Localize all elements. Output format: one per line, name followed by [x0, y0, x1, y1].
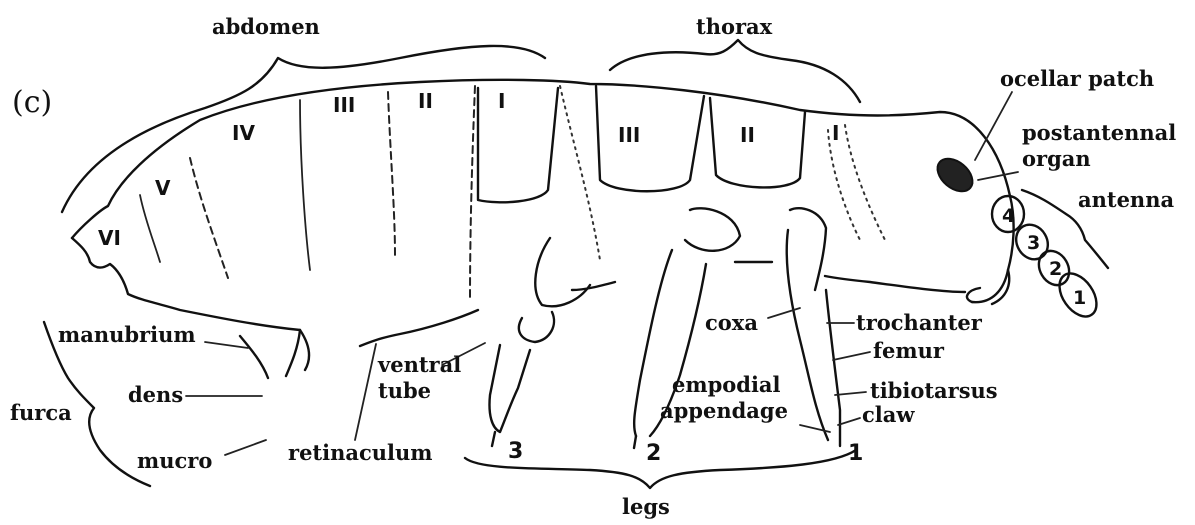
claw-label: claw: [862, 402, 915, 427]
empodial-label-1: empodial: [672, 372, 781, 397]
mucro-label: mucro: [137, 448, 212, 473]
thorax-underside: [735, 262, 965, 292]
seg-line: [140, 195, 160, 262]
abd-seg-ii: II: [418, 89, 433, 113]
abd-seg-v: V: [155, 176, 171, 200]
seg-line: [300, 100, 310, 270]
coxa-label: coxa: [705, 310, 758, 335]
tergite-i-abd: [478, 88, 558, 202]
abd-seg-iv: IV: [232, 121, 255, 145]
ventral-tube-label-2: tube: [378, 378, 431, 403]
leg-number-2: 2: [646, 441, 661, 466]
seg-line: [470, 86, 475, 300]
panel-label: (c): [12, 85, 52, 120]
leg-number-1: 1: [848, 441, 863, 466]
leg-3-shape: [489, 238, 590, 446]
manubrium-outline: [240, 330, 300, 378]
furca-label: furca: [10, 400, 72, 425]
ant-seg-1: 1: [1073, 287, 1086, 309]
tergite-iii-thorax: [596, 86, 704, 191]
postantennal-organ-label-2: organ: [1022, 146, 1091, 171]
body-outline: [72, 80, 1014, 302]
thor-seg-iii: III: [618, 123, 640, 147]
ant-seg-2: 2: [1049, 258, 1062, 280]
femur-label: femur: [873, 338, 945, 363]
ocellar-patch-label: ocellar patch: [1000, 66, 1154, 91]
antenna-label: antenna: [1078, 187, 1174, 212]
empodial-label-2: appendage: [660, 398, 788, 423]
abdomen-label: abdomen: [212, 14, 320, 39]
thorax-label: thorax: [696, 14, 773, 39]
tibiotarsus-label: tibiotarsus: [870, 378, 998, 403]
leg-number-3: 3: [508, 439, 523, 464]
tergite-ii-thorax: [710, 98, 805, 187]
abd-seg-vi: VI: [98, 226, 121, 250]
seg-line: [190, 158, 228, 278]
ventral-tube-label-1: ventral: [377, 352, 461, 377]
thorax-bracket: [610, 40, 860, 102]
abdomen-underside: [360, 282, 615, 346]
retinaculum-label: retinaculum: [288, 440, 433, 465]
leg-1-shape: [787, 208, 840, 446]
abd-seg-i: I: [498, 89, 505, 113]
dens-label: dens: [128, 382, 183, 407]
trochanter-label: trochanter: [856, 310, 983, 335]
ocellar-patch-shape: [931, 152, 978, 198]
posterior-outline: [72, 238, 309, 370]
thor-seg-i: I: [832, 121, 839, 145]
seg-line: [560, 86, 600, 260]
manubrium-label: manubrium: [58, 322, 196, 347]
legs-label: legs: [622, 494, 670, 519]
seg-line: [388, 92, 395, 255]
postantennal-organ-label-1: postantennal: [1022, 120, 1176, 145]
ant-seg-4: 4: [1002, 205, 1015, 227]
ant-seg-3: 3: [1027, 232, 1040, 254]
abd-seg-iii: III: [333, 93, 355, 117]
thor-seg-ii: II: [740, 123, 755, 147]
